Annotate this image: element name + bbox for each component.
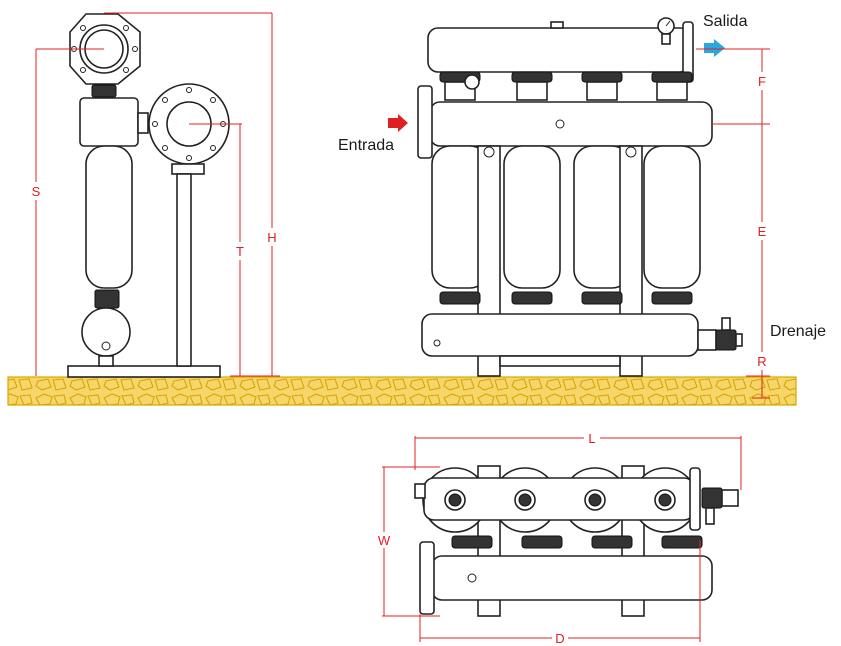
top-view-ports (444, 489, 676, 511)
dim-t-label: T (236, 244, 244, 259)
dim-s-label: S (32, 184, 41, 199)
top-view-couplings (451, 535, 703, 549)
dim-l-label: L (588, 431, 595, 446)
dim-d-label: D (555, 631, 564, 646)
front-couplings (439, 71, 693, 101)
dim-h-label: H (267, 230, 276, 245)
front-dimension-lines (696, 48, 770, 399)
dim-r-label: R (757, 354, 766, 369)
ground (7, 376, 797, 406)
front-lower-couplings (439, 291, 693, 305)
drain-label: Drenaje (770, 323, 826, 340)
side-top-flange (69, 13, 141, 85)
ball-valve-icon (697, 317, 743, 351)
dim-w-label: W (378, 533, 391, 548)
front-view (417, 17, 743, 377)
side-view (67, 13, 230, 378)
outlet-arrow-icon (704, 39, 725, 57)
dim-f-label: F (758, 74, 766, 89)
top-dimension-lines (382, 436, 742, 642)
outlet-label: Salida (703, 13, 748, 30)
filter-housings (431, 145, 701, 289)
inlet-label: Entrada (338, 137, 394, 154)
dim-e-label: E (758, 224, 767, 239)
pressure-gauge-icon (657, 17, 675, 45)
inlet-arrow-icon (388, 114, 408, 132)
top-view (414, 465, 739, 617)
